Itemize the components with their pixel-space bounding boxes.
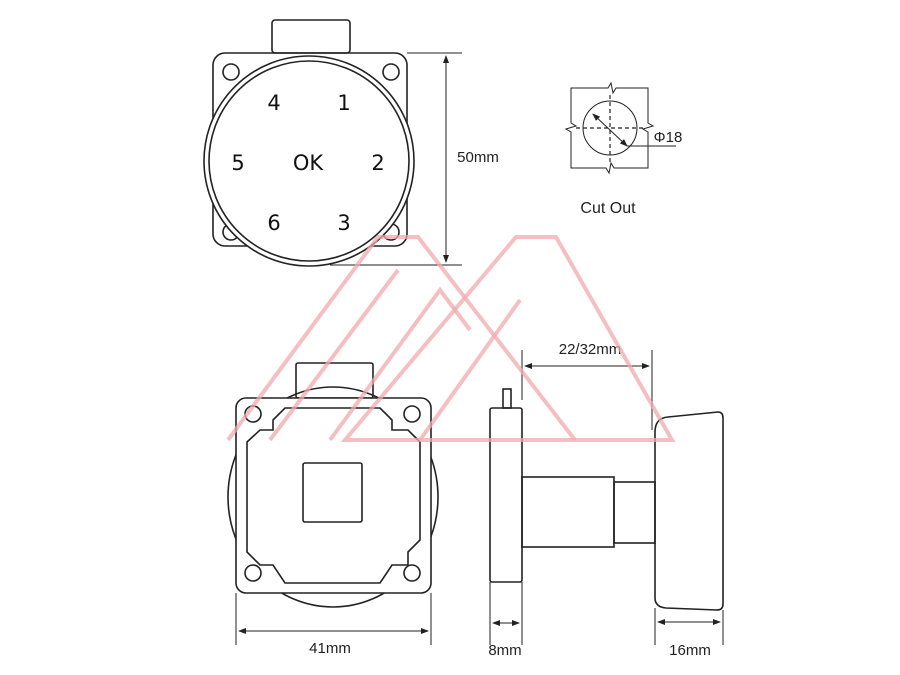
screw-hole <box>403 405 421 423</box>
key-4: 4 <box>267 91 280 115</box>
back-plate <box>235 397 432 594</box>
shaft-collar <box>613 481 656 544</box>
diameter-label: Φ18 <box>654 129 683 146</box>
front-view: 4 1 5 OK 2 6 3 50mm <box>203 19 499 267</box>
key-5: 5 <box>231 151 244 175</box>
screw-hole <box>382 63 400 81</box>
back-view: 41mm <box>227 362 439 657</box>
knob <box>654 411 724 611</box>
cut-out-title: Cut Out <box>580 200 636 217</box>
inner-plate <box>246 407 421 584</box>
keypad-face <box>208 60 410 262</box>
screw-hole <box>222 63 240 81</box>
key-2: 2 <box>371 151 384 175</box>
knob-dimension-label: 16mm <box>669 642 711 659</box>
watermark-logo <box>226 235 676 442</box>
height-dimension-label: 50mm <box>457 149 499 166</box>
screw-hole <box>403 564 421 582</box>
plate-dimension-label: 8mm <box>488 642 521 659</box>
key-ok: OK <box>293 151 325 175</box>
key-1: 1 <box>337 91 350 115</box>
cut-out-view: Φ18 Cut Out <box>564 81 683 217</box>
screw-hole <box>244 564 262 582</box>
door-thickness-label: 22/32mm <box>559 341 622 358</box>
shaft <box>521 476 615 548</box>
keypad-outer-ring <box>203 55 415 267</box>
latch-pin <box>502 388 512 409</box>
rear-housing <box>227 386 439 608</box>
key-3: 3 <box>337 211 350 235</box>
front-plate <box>489 407 523 583</box>
side-view: 22/32mm 8mm 16mm <box>488 341 724 659</box>
key-6: 6 <box>267 211 280 235</box>
latch-tab <box>271 19 351 54</box>
spindle-square <box>302 462 363 523</box>
cut-out-panel <box>564 81 655 175</box>
width-dimension-label: 41mm <box>309 640 351 657</box>
diameter-arrow <box>592 113 628 147</box>
